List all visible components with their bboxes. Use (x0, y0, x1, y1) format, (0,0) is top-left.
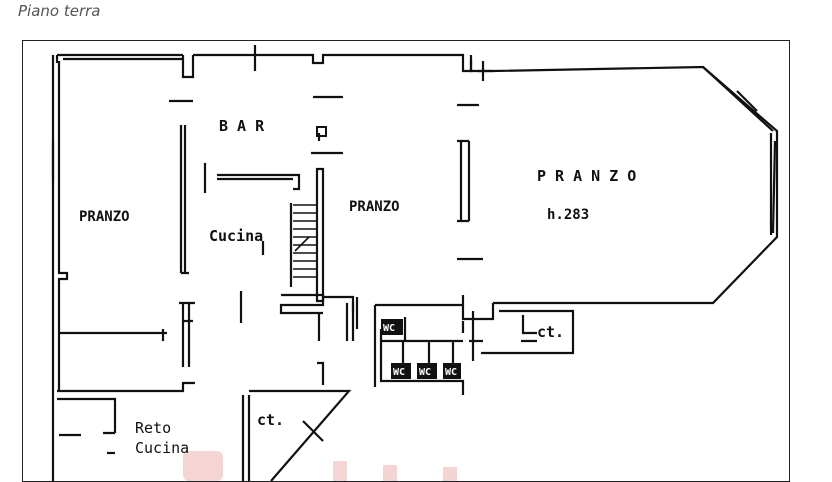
room-label-cucina: Cucina (209, 227, 263, 245)
walls (51, 45, 779, 481)
floor-plan: WC WC WC WC B A R PRANZO Cucina PRANZO P… (51, 45, 779, 481)
wc-boxes (381, 319, 461, 379)
room-label-ct-right: ct. (537, 323, 564, 341)
watermark (183, 451, 457, 481)
wc-label-3: WC (419, 367, 431, 378)
room-label-pranzo-left: PRANZO (79, 209, 130, 225)
wc-label-4: WC (445, 367, 457, 378)
room-label-pranzo-right: P R A N Z O (537, 167, 636, 185)
room-label-reto-line2: Cucina (135, 439, 189, 457)
bar-column (316, 126, 327, 137)
wc-label-1: WC (383, 323, 395, 334)
room-label-reto-line1: Reto (135, 419, 171, 437)
room-height-label: h.283 (547, 207, 589, 223)
floor-plan-frame: WC WC WC WC B A R PRANZO Cucina PRANZO P… (22, 40, 790, 482)
room-label-bar: B A R (219, 117, 265, 135)
floor-caption: Piano terra (18, 2, 101, 20)
wc-label-2: WC (393, 367, 405, 378)
staircase (293, 204, 317, 278)
room-label-pranzo-center: PRANZO (349, 199, 400, 215)
room-label-ct-bottom: ct. (257, 411, 284, 429)
